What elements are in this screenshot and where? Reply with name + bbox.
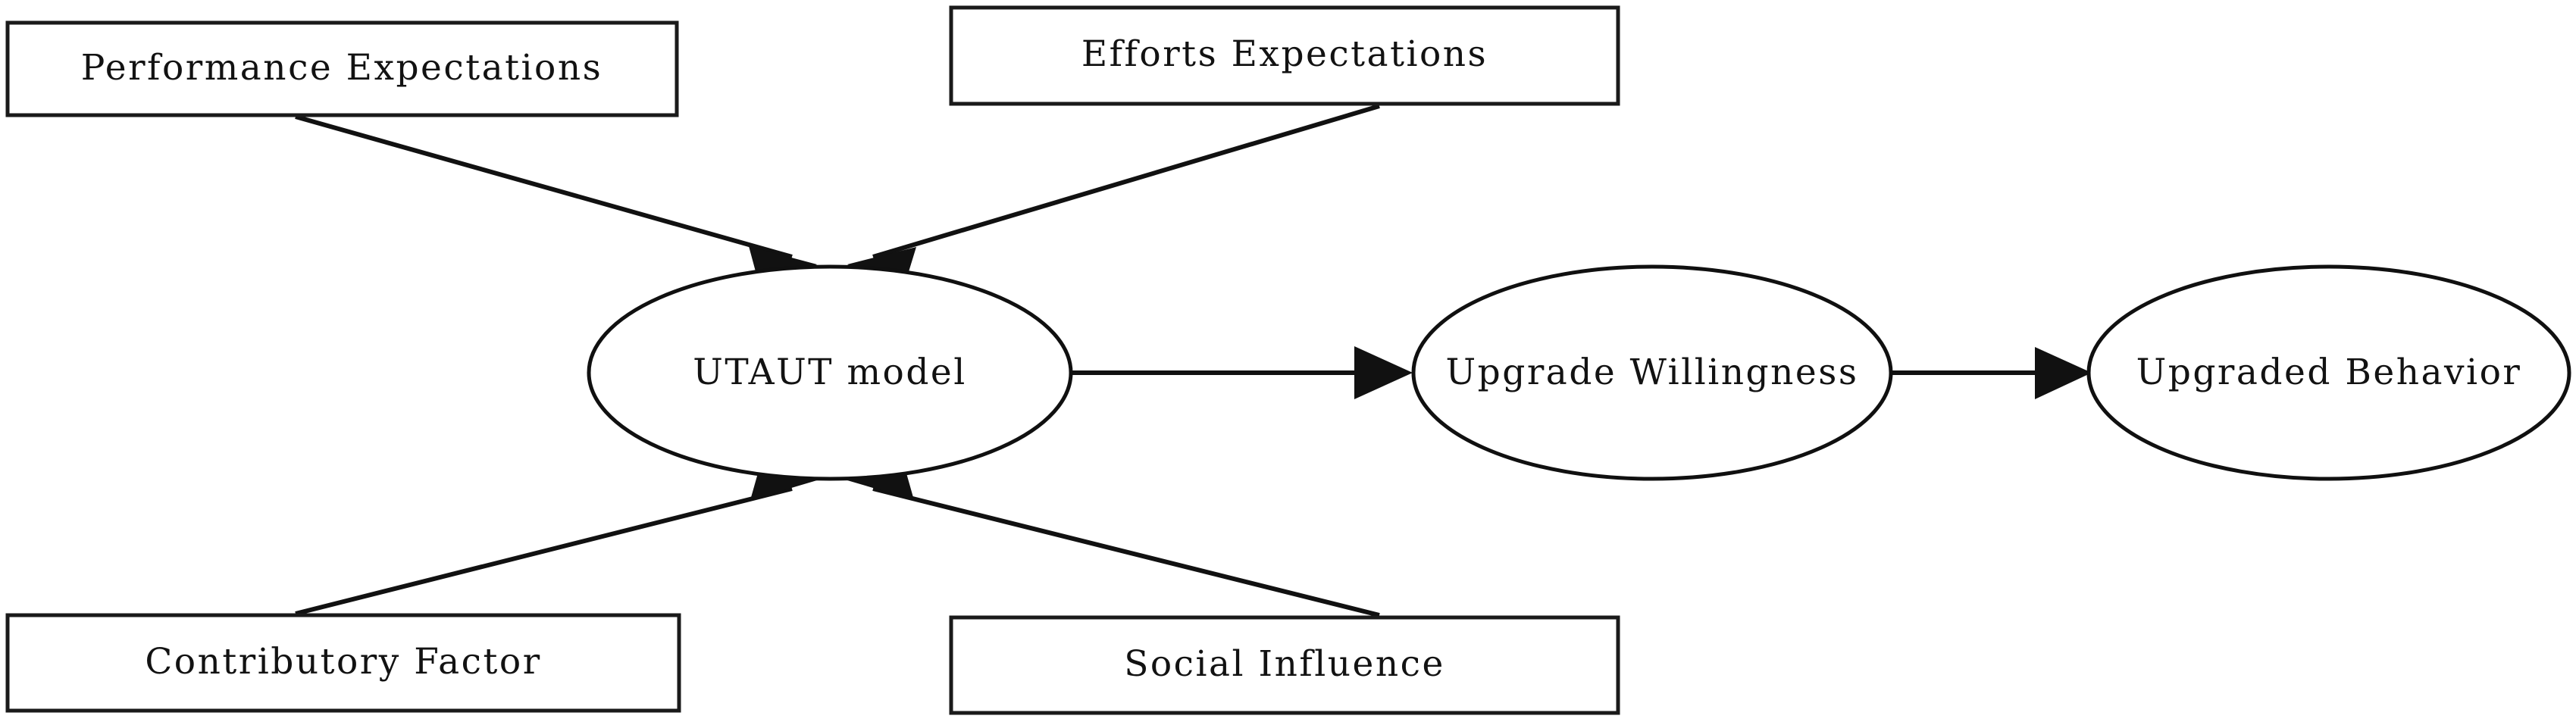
utaut-model-label: UTAUT model <box>693 352 967 393</box>
edge-contributory-to-utaut-line <box>295 486 793 616</box>
edge-willingness-to-behavior-arrowhead <box>2035 347 2092 399</box>
node-upgrade-willingness[interactable]: Upgrade Willingness <box>1411 264 1893 481</box>
upgraded-behavior-ellipse[interactable] <box>2086 264 2571 481</box>
edge-efforts-to-utaut <box>847 104 1380 294</box>
edge-performance-to-utaut-line <box>295 114 793 259</box>
social-influence-box[interactable] <box>949 615 1620 715</box>
efforts-expectations-box[interactable] <box>949 5 1620 106</box>
edge-willingness-to-behavior <box>1891 347 2092 399</box>
edge-performance-to-utaut <box>295 114 817 294</box>
edge-contributory-to-utaut <box>295 455 817 616</box>
node-contributory-factor[interactable]: Contributory Factor <box>5 613 681 713</box>
contributory-factor-label: Contributory Factor <box>145 641 541 683</box>
upgrade-willingness-ellipse[interactable] <box>1411 264 1893 481</box>
edge-social-to-utaut-line <box>872 486 1380 617</box>
edge-utaut-to-willingness <box>1071 346 1413 399</box>
performance-expectations-box[interactable] <box>5 20 679 117</box>
node-upgraded-behavior[interactable]: Upgraded Behavior <box>2086 264 2571 481</box>
performance-expectations-label: Performance Expectations <box>81 47 603 89</box>
node-utaut-model[interactable]: UTAUT model <box>587 264 1073 481</box>
contributory-factor-box[interactable] <box>5 613 681 713</box>
social-influence-label: Social Influence <box>1124 643 1445 685</box>
node-social-influence[interactable]: Social Influence <box>949 615 1620 715</box>
efforts-expectations-label: Efforts Expectations <box>1081 33 1488 75</box>
edge-utaut-to-willingness-arrowhead <box>1354 346 1413 399</box>
edge-social-to-utaut <box>847 455 1380 617</box>
upgrade-willingness-label: Upgrade Willingness <box>1446 352 1859 393</box>
node-performance-expectations[interactable]: Performance Expectations <box>5 20 679 117</box>
utaut-model-ellipse[interactable] <box>587 264 1073 481</box>
edge-efforts-to-utaut-line <box>872 104 1380 259</box>
upgraded-behavior-label: Upgraded Behavior <box>2136 352 2522 393</box>
node-efforts-expectations[interactable]: Efforts Expectations <box>949 5 1620 106</box>
